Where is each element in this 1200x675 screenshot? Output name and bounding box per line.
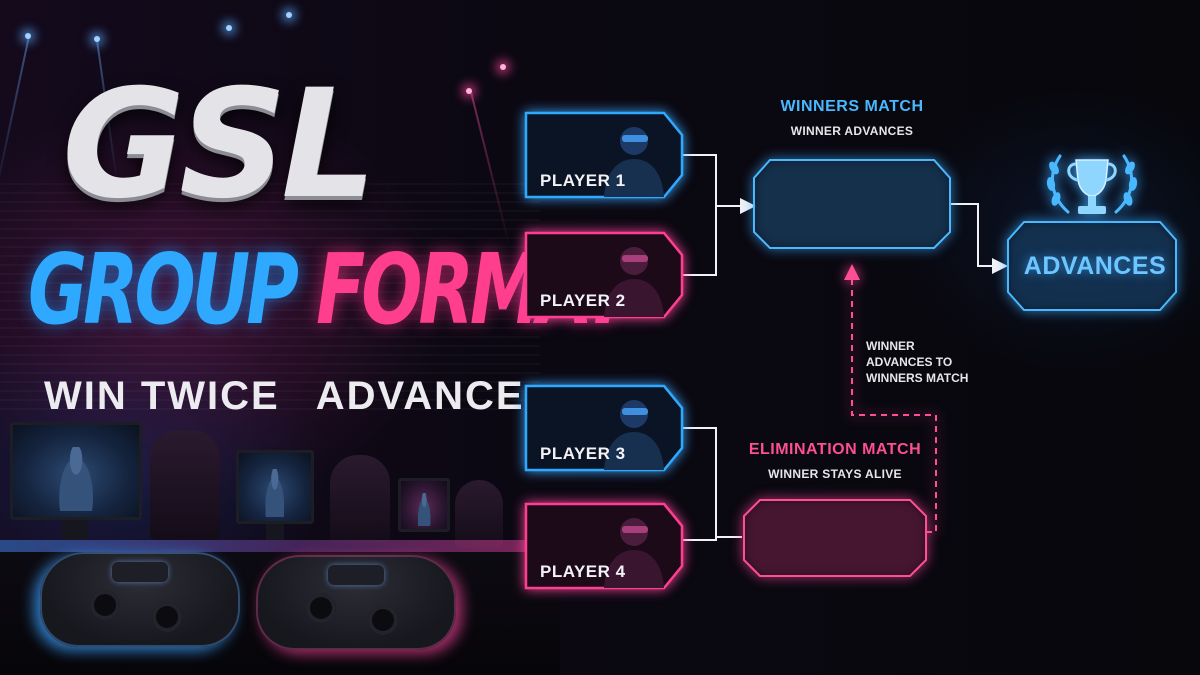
gaming-chair [455,480,503,548]
trophy-icon [1046,154,1138,214]
tagline-win-twice: WIN TWICE [44,374,280,418]
player-label: PLAYER 3 [540,444,626,463]
winners-match-subtitle: WINNER ADVANCES [790,124,914,138]
advances-box [1007,221,1177,311]
spotlight-icon [500,64,506,70]
spotlight-icon [94,36,100,42]
player-silhouette-icon [604,400,664,470]
arrow-to-advances [950,203,1008,274]
connector-p1-p2 [680,154,717,276]
advances-label: ADVANCES [1023,252,1167,280]
spotlight-icon [226,25,232,31]
player-card-1: PLAYER 1 [524,111,684,199]
gaming-chair [330,455,390,543]
player-silhouette-icon [604,247,664,317]
winners-match-box [753,159,951,249]
gamepad-icon [40,552,240,647]
winners-match-title: WINNERS MATCH [780,98,924,115]
dashed-arrow-loser-path [844,264,937,533]
tagline: WIN TWICE ADVANCE [44,368,523,424]
spotlight-icon [286,12,292,18]
gaming-monitor [398,478,450,532]
title-gsl: GSL [62,58,377,232]
gaming-monitor [236,450,314,524]
player-label: PLAYER 1 [540,171,626,190]
elimination-match-box [743,499,927,577]
player-silhouette-icon [604,127,664,197]
player-label: PLAYER 4 [540,562,626,581]
tagline-advance: ADVANCE [315,374,525,418]
player-card-4: PLAYER 4 [524,502,684,590]
spotlight-icon [466,88,472,94]
gaming-monitor [10,422,142,520]
player-card-3: PLAYER 3 [524,384,684,472]
advance-note: WINNER ADVANCES TO WINNERS MATCH [866,339,969,385]
connector-p3-p4 [680,427,717,541]
connector-lines [680,154,1008,541]
spotlight-icon [25,33,31,39]
arena-crowd [0,180,540,410]
gamepad-icon [256,555,456,650]
title-group: GROUP [28,232,299,346]
gaming-chair [150,430,220,540]
player-label: PLAYER 2 [540,291,626,310]
desk-light-strip [0,540,540,552]
player-card-2: PLAYER 2 [524,231,684,319]
elimination-match-subtitle: WINNER STAYS ALIVE [768,467,902,481]
player-silhouette-icon [604,518,664,588]
elimination-match-title: ELIMINATION MATCH [748,441,922,458]
